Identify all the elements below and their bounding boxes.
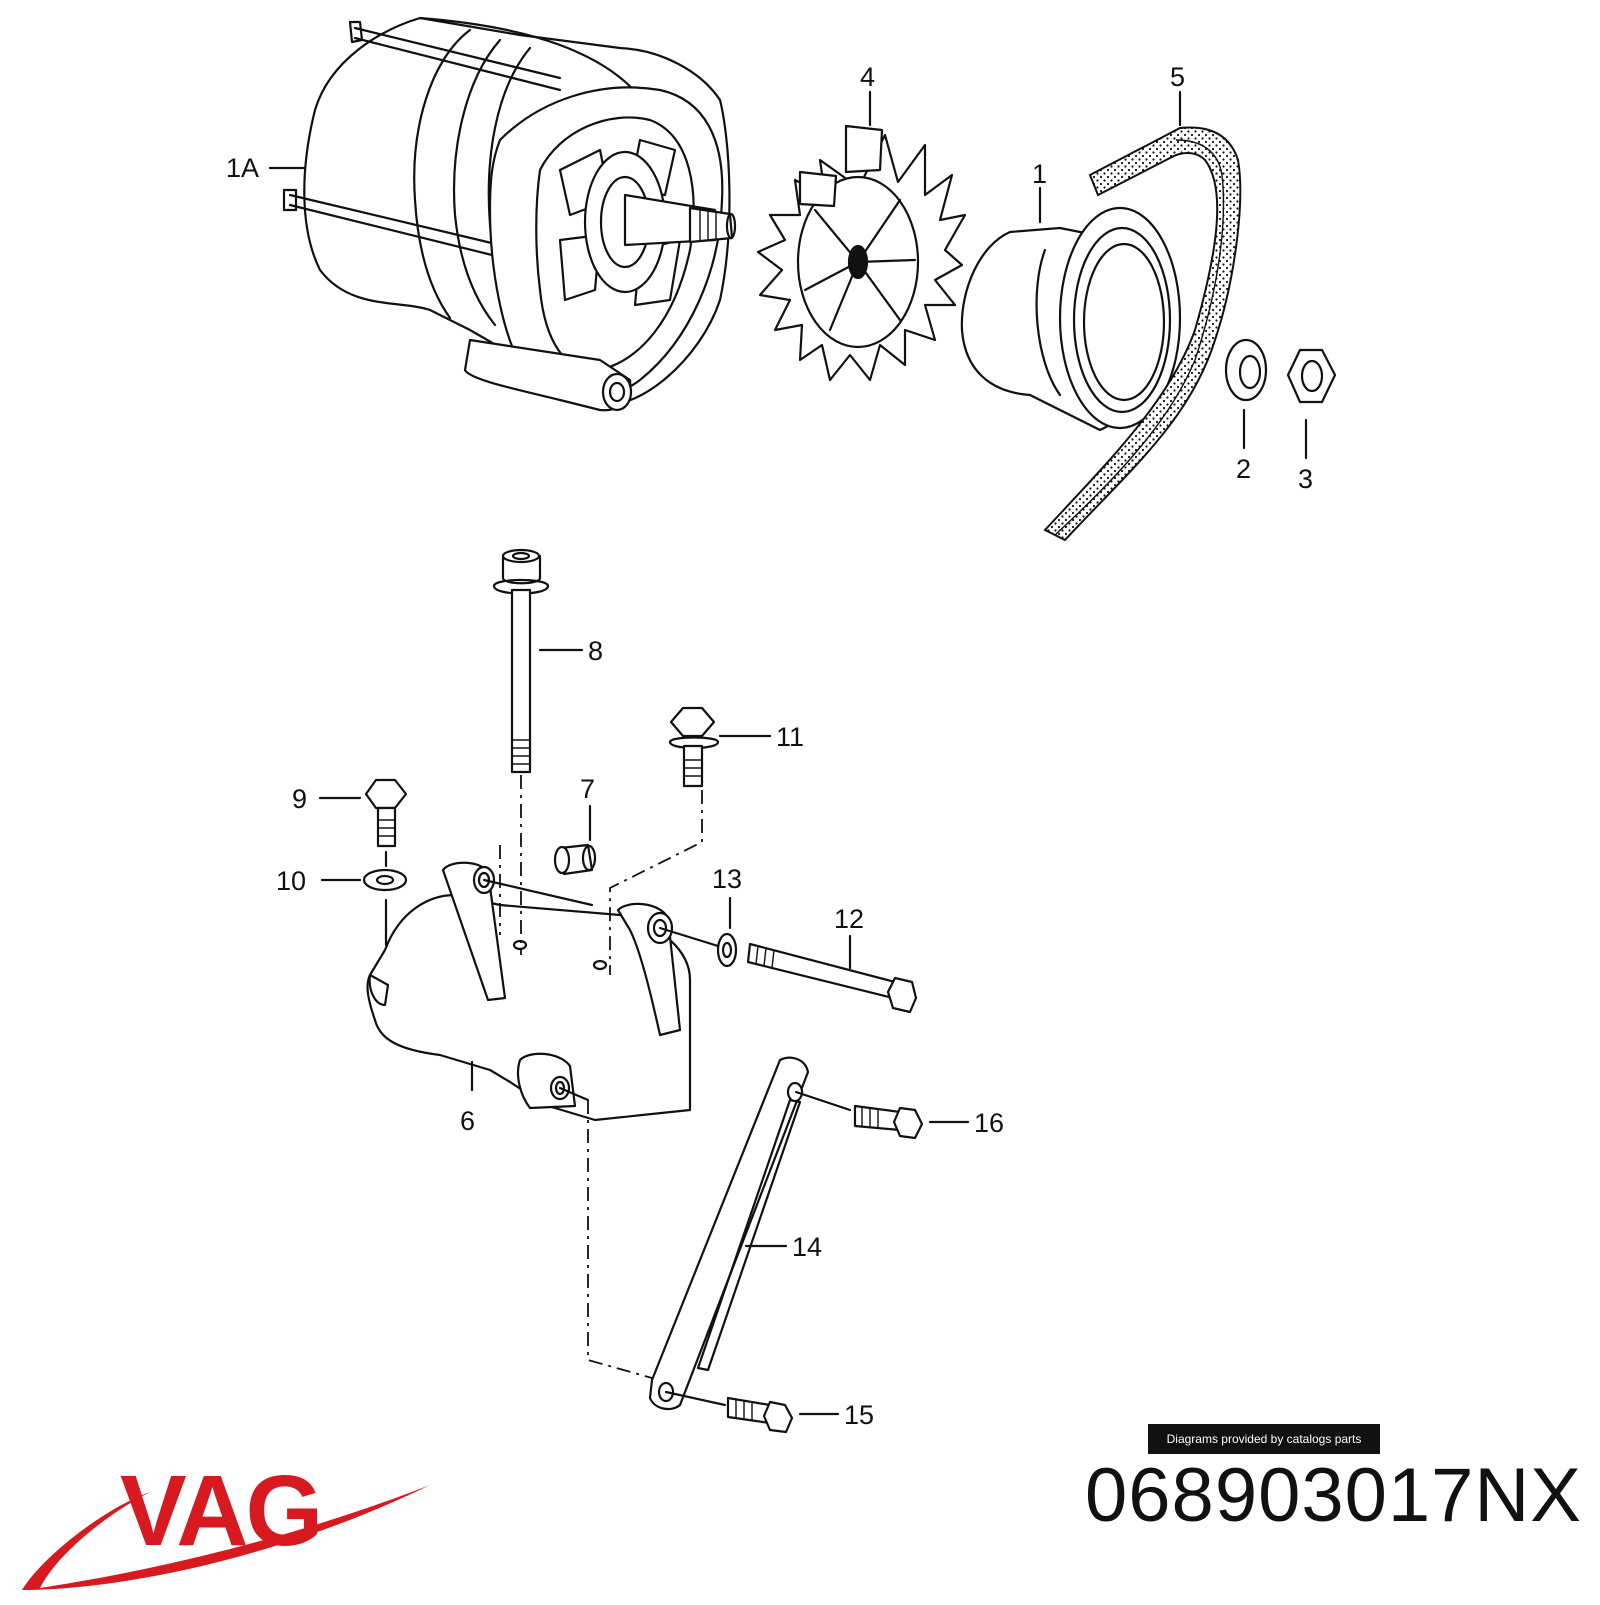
- callout-labels: 1A 4 5 1 2 3 8 11 7 9 10 13 12 6 16 14 1…: [226, 62, 1313, 1430]
- lock-washer: [1224, 338, 1268, 450]
- bolt-15: [726, 1396, 840, 1434]
- bolt-12: [746, 934, 918, 1014]
- bolt-9: [318, 778, 408, 868]
- fan: [756, 90, 967, 382]
- brand-name: VAG: [120, 1455, 320, 1567]
- callout-3: 3: [1298, 464, 1313, 494]
- assembly-lines: [482, 775, 852, 1407]
- long-bolt: [492, 548, 584, 774]
- v-belt: [1043, 90, 1242, 542]
- callout-5: 5: [1170, 62, 1185, 92]
- hex-nut: [1286, 348, 1337, 460]
- bushing-7: [553, 804, 597, 876]
- callout-9: 9: [292, 784, 307, 814]
- bolt-11: [668, 706, 772, 788]
- mounting-bracket: [366, 861, 692, 1122]
- callout-4: 4: [860, 62, 875, 92]
- callout-15: 15: [844, 1400, 874, 1430]
- washer-13: [716, 896, 738, 968]
- callout-16: 16: [974, 1108, 1004, 1138]
- callout-10: 10: [276, 866, 306, 896]
- callout-8: 8: [588, 636, 603, 666]
- washer-10: [320, 868, 408, 947]
- callout-13: 13: [712, 864, 742, 894]
- callout-7: 7: [580, 774, 595, 804]
- callout-12: 12: [834, 904, 864, 934]
- callout-6: 6: [460, 1106, 475, 1136]
- callout-11: 11: [776, 722, 804, 752]
- callout-1: 1: [1032, 159, 1047, 189]
- bolt-16: [853, 1104, 970, 1140]
- brand-logo: VAG: [0, 1440, 460, 1600]
- callout-2: 2: [1236, 454, 1251, 484]
- part-number: 068903017NX: [1085, 1453, 1582, 1538]
- callout-14: 14: [792, 1232, 822, 1262]
- pulley: [960, 186, 1182, 432]
- alternator-housing: [268, 16, 737, 412]
- callout-1a: 1A: [226, 153, 259, 183]
- diagram-credit-banner: Diagrams provided by catalogs parts: [1148, 1424, 1380, 1454]
